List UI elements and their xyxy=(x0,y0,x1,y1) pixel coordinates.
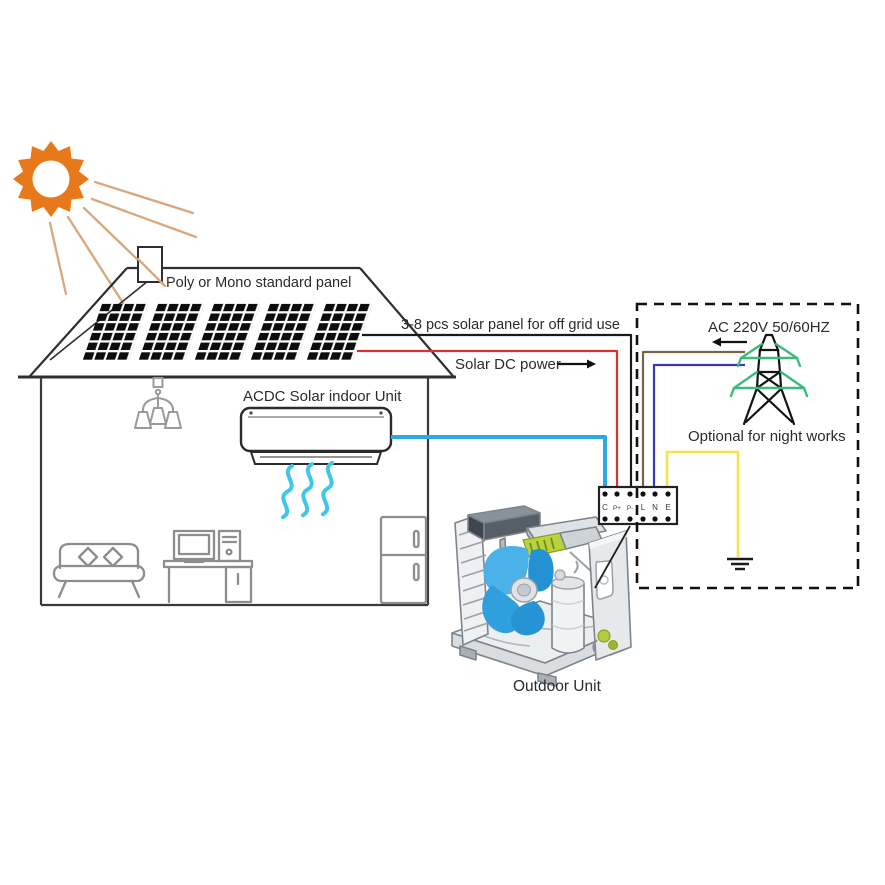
sun-ray-through-square xyxy=(136,257,167,288)
fan-icon xyxy=(482,546,554,636)
terminal-label-p-minus: P- xyxy=(627,505,633,512)
wire-neutral xyxy=(652,363,745,489)
terminal-pointer-line xyxy=(594,525,631,589)
terminal-label-n: N xyxy=(652,503,658,512)
label-panel-count: 3-8 pcs solar panel for off grid use xyxy=(401,317,620,333)
sun-core xyxy=(32,160,70,198)
terminal-screws xyxy=(602,491,671,522)
label-dc-power: Solar DC power xyxy=(455,356,561,373)
solar-panel xyxy=(194,303,261,362)
power-tower-icon xyxy=(729,333,809,426)
grid-option-box xyxy=(635,302,860,590)
sun-icon xyxy=(13,141,89,217)
tower-crossarms xyxy=(729,342,809,398)
chandelier-icon xyxy=(134,377,182,429)
ground-icon xyxy=(727,557,753,571)
wire-earth xyxy=(665,450,740,557)
terminal-label-l: L xyxy=(641,503,646,512)
label-night-works: Optional for night works xyxy=(688,428,846,445)
fridge-icon xyxy=(379,515,428,605)
label-indoor-unit: ACDC Solar indoor Unit xyxy=(243,388,402,405)
solar-panel xyxy=(138,303,205,362)
indoor-unit xyxy=(239,406,393,465)
solar-panel-array xyxy=(82,303,373,362)
label-panel-type: Poly or Mono standard panel xyxy=(166,275,351,291)
wire-comm-indoor xyxy=(391,435,607,489)
solar-panel xyxy=(82,303,149,362)
wire-live xyxy=(641,350,745,489)
wire-dc-plus xyxy=(357,349,619,489)
airflow-icon xyxy=(280,461,334,520)
computer-icon xyxy=(172,529,242,564)
desk-icon xyxy=(162,559,254,604)
roof-outline xyxy=(18,266,456,379)
label-outdoor-unit: Outdoor Unit xyxy=(513,678,602,695)
terminal-label-p-plus: P+ xyxy=(613,505,621,512)
label-ac-grid: AC 220V 50/60HZ xyxy=(708,319,830,336)
ac-grid-arrow-icon xyxy=(712,337,747,347)
terminal-label-e: E xyxy=(665,503,670,512)
solar-panel xyxy=(306,303,373,362)
single-panel-square xyxy=(137,246,163,283)
wire-dc-minus xyxy=(362,333,633,489)
solar-panel xyxy=(250,303,317,362)
sofa-icon xyxy=(52,542,146,599)
outdoor-unit xyxy=(451,505,632,687)
dc-power-arrow-icon xyxy=(557,359,596,369)
house-walls xyxy=(39,377,430,607)
terminal-label-c: C xyxy=(602,503,608,512)
